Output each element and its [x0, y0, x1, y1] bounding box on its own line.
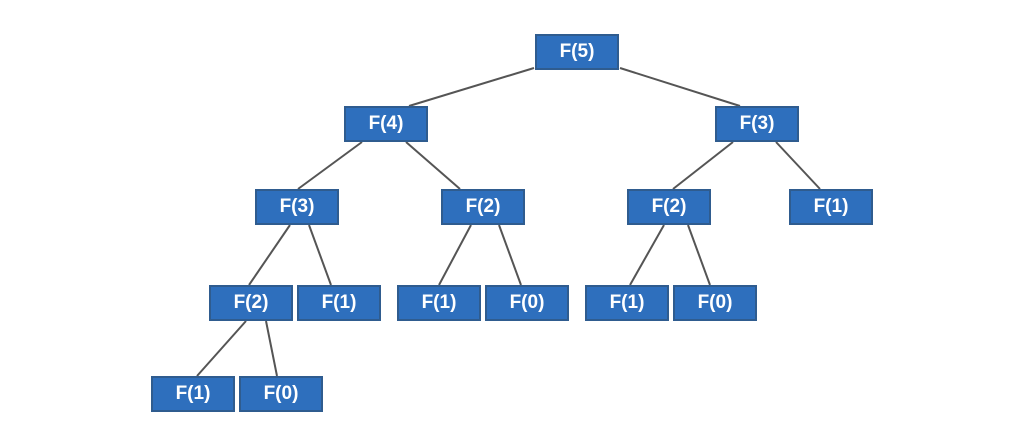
edge-f3-f2	[248, 224, 291, 286]
node-f2-middle: F(2)	[441, 189, 525, 225]
edge-f3-f1	[308, 224, 332, 286]
edge-f2-f1	[196, 320, 247, 377]
node-f1-bottom: F(1)	[151, 376, 235, 412]
node-f3-left: F(3)	[255, 189, 339, 225]
edge-f2m-f0	[498, 224, 522, 286]
edge-f2r-f0	[687, 224, 711, 286]
node-f0-right-leaf: F(0)	[673, 285, 757, 321]
edge-f4-f3	[297, 141, 363, 190]
node-f1-right-leaf: F(1)	[585, 285, 669, 321]
node-f1-left: F(1)	[297, 285, 381, 321]
node-f3-right: F(3)	[715, 106, 799, 142]
edge-f3r-f1	[775, 141, 821, 190]
edge-f5-f3	[619, 67, 741, 107]
edge-f2r-f1	[629, 224, 665, 286]
edge-f2-f0	[265, 320, 278, 377]
node-f1-middle: F(1)	[397, 285, 481, 321]
node-f1-right: F(1)	[789, 189, 873, 225]
node-f2-right: F(2)	[627, 189, 711, 225]
node-f4: F(4)	[344, 106, 428, 142]
node-f5-root: F(5)	[535, 34, 619, 70]
edge-f5-f4	[408, 67, 535, 107]
edge-f2m-f1	[438, 224, 472, 286]
node-f0-bottom: F(0)	[239, 376, 323, 412]
edge-f4-f2	[405, 141, 461, 190]
node-f2-left: F(2)	[209, 285, 293, 321]
node-f0-middle: F(0)	[485, 285, 569, 321]
edge-f3r-f2	[672, 141, 734, 190]
